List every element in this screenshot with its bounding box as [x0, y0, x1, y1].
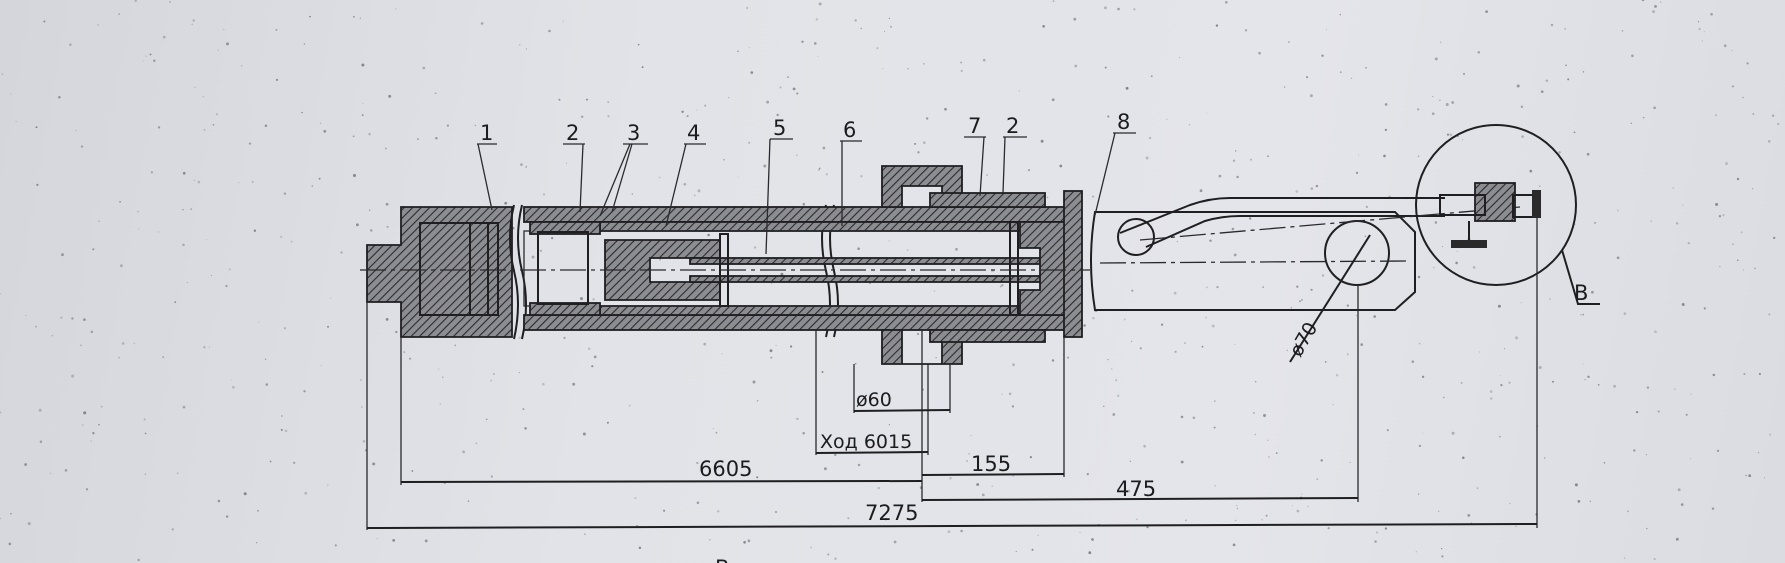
detail-rod-end — [1439, 194, 1486, 216]
dim-pin-diameter: ø70 — [1285, 318, 1322, 360]
link-arm — [1090, 211, 1416, 311]
dim-offset: 475 — [1116, 477, 1156, 501]
part-label-2b: 2 — [1006, 114, 1019, 138]
bent-rod-bottom — [1145, 215, 1445, 248]
detail-foot — [1451, 240, 1487, 248]
dim-line-pin-diameter — [1289, 234, 1371, 363]
dim-gland: 155 — [971, 452, 1011, 476]
end-cap — [366, 206, 513, 338]
detail-bolt-head — [1532, 190, 1541, 218]
link-pin-large — [1324, 220, 1390, 286]
detail-label: B — [1574, 281, 1588, 305]
part-label-6: 6 — [843, 118, 856, 142]
part-label-3: 3 — [627, 121, 640, 145]
arm-center-line — [1099, 260, 1411, 264]
part-label-4: 4 — [687, 121, 700, 145]
part-label-7: 7 — [968, 114, 981, 138]
dim-line-retracted — [400, 480, 923, 483]
dim-retracted-length: 6605 — [699, 457, 752, 481]
part-labels: 1 2 3 4 5 6 7 2 8 — [477, 110, 1136, 255]
dim-line-offset — [921, 497, 1359, 501]
section-label-bottom: B — [715, 556, 729, 563]
part-label-2: 2 — [566, 121, 579, 145]
break-line — [509, 204, 519, 340]
cylinder-tube-top — [523, 206, 1082, 223]
bent-rod-top — [1119, 197, 1445, 234]
rod-stop — [1009, 221, 1019, 316]
collar-bottom — [929, 329, 1046, 343]
part-label-8: 8 — [1117, 110, 1130, 134]
rod-center-line — [1139, 206, 1521, 241]
rod-wall-top — [689, 257, 1071, 265]
dim-line-gland — [921, 473, 1065, 476]
cap-bore — [419, 222, 499, 316]
detail-bolt — [1512, 194, 1534, 218]
dim-rod-diameter: ø60 — [856, 389, 892, 411]
piston — [537, 231, 589, 305]
dim-overall-length: 7275 — [865, 501, 918, 525]
detail-leader — [1561, 249, 1600, 305]
link-pin-small — [1117, 218, 1155, 256]
dim-line-rod-diameter — [853, 409, 951, 412]
collar-top — [929, 192, 1046, 208]
gland-nut — [1063, 190, 1083, 338]
inner-tube-top — [599, 221, 1082, 232]
cylinder-tube-bottom — [523, 314, 1082, 331]
part-label-5: 5 — [773, 116, 786, 140]
dim-line-overall — [366, 523, 1538, 529]
inner-tube-bottom — [599, 305, 1082, 316]
dim-stroke: Ход 6015 — [820, 431, 912, 453]
part-label-1: 1 — [480, 121, 493, 145]
detail-circle — [1415, 124, 1577, 286]
dim-line-stroke — [815, 451, 929, 454]
rod-wall-bottom — [689, 275, 1071, 283]
